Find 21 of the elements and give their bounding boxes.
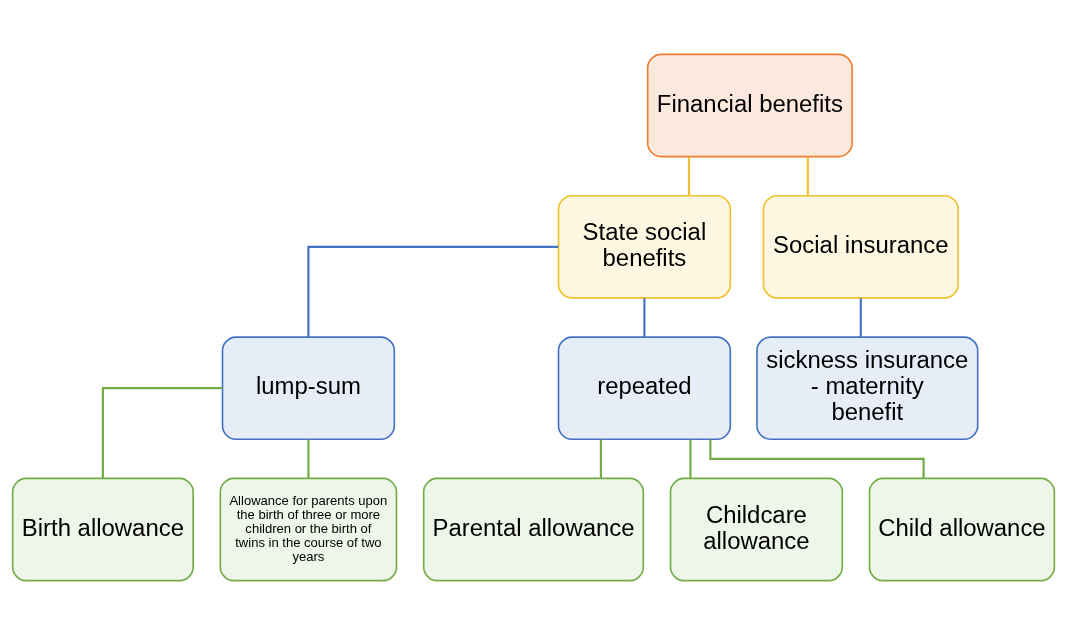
node-box: repeated: [557, 335, 732, 440]
node-box: Allowance for parents upon the birth of three or more children or the birth of twins in the course of two years: [219, 477, 398, 581]
node-box: Childcare allowance: [669, 477, 844, 581]
node-box: Financial benefits: [646, 53, 853, 157]
node-box: Social insurance: [762, 194, 959, 299]
connector: [689, 439, 692, 478]
node-box: sickness insurance - maternity benefit: [756, 335, 979, 440]
connector: [687, 156, 691, 196]
node-box: Parental allowance: [422, 477, 645, 581]
connector: [307, 245, 559, 337]
connector: [307, 439, 310, 478]
connector: [859, 297, 862, 337]
connector: [806, 156, 809, 196]
node-box: lump-sum: [221, 335, 396, 440]
connector: [101, 386, 223, 478]
connector: [599, 439, 602, 478]
node-box: State social benefits: [557, 194, 732, 299]
connector: [709, 439, 925, 478]
node-box: Birth allowance: [11, 477, 194, 581]
connector: [643, 297, 646, 337]
node-box: Child allowance: [868, 477, 1056, 581]
